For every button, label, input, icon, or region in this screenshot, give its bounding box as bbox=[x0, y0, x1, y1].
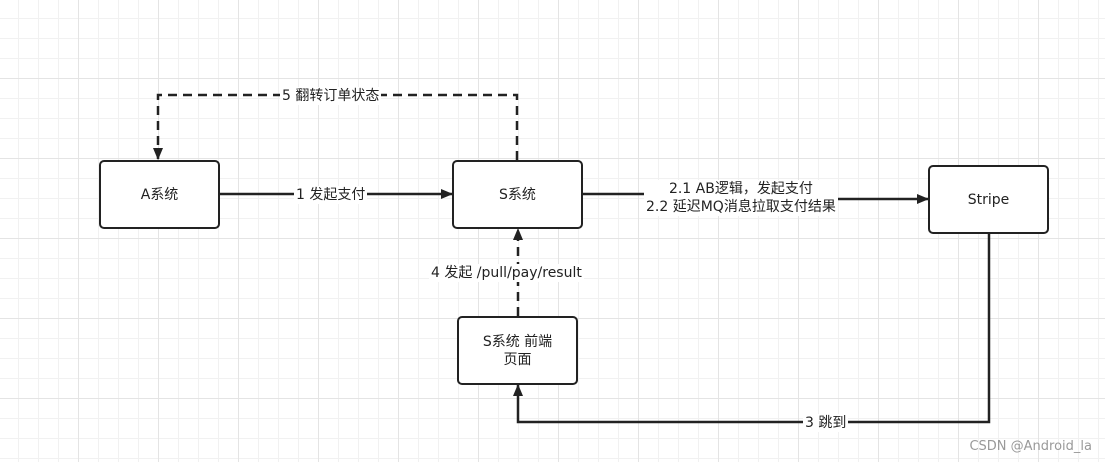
label-flip-order-status: 5 翻转订单状态 bbox=[280, 87, 382, 105]
watermark: CSDN @Android_la bbox=[969, 439, 1092, 454]
node-stripe[interactable]: Stripe bbox=[928, 165, 1049, 234]
label-redirect: 3 跳到 bbox=[803, 414, 849, 432]
node-s-system[interactable]: S系统 bbox=[452, 160, 583, 229]
label-pull-result: 4 发起 /pull/pay/result bbox=[429, 264, 584, 282]
node-s-frontend[interactable]: S系统 前端 页面 bbox=[457, 316, 578, 385]
edge-stripe-to-frontend bbox=[513, 234, 991, 424]
node-a-system[interactable]: A系统 bbox=[99, 160, 220, 229]
label-initiate-payment: 1 发起支付 bbox=[294, 186, 368, 204]
label-ab-logic: 2.1 AB逻辑，发起支付 2.2 延迟MQ消息拉取支付结果 bbox=[644, 180, 838, 216]
